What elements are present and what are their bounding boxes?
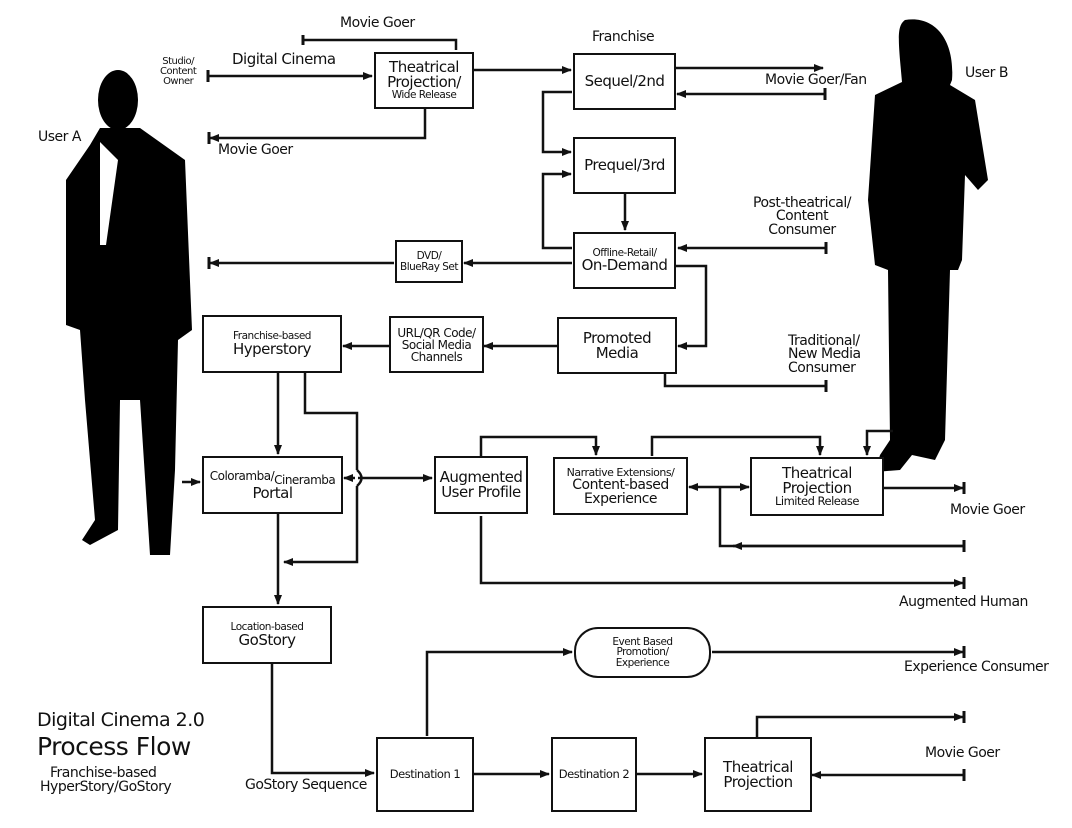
node-text: Location-based <box>230 621 304 634</box>
diagram-title-line1: Digital Cinema 2.0 <box>37 709 205 731</box>
label-traditional-consumer: Traditional/ New Media Consumer <box>788 333 861 376</box>
node-text: Limited Release <box>775 493 859 508</box>
label-text: Post-theatrical/ <box>753 195 851 211</box>
label-gostory-sequence: GoStory Sequence <box>245 777 367 793</box>
diagram-subtitle-line2: HyperStory/GoStory <box>40 779 172 795</box>
node-text: Destination 2 <box>558 766 630 781</box>
label-post-theatrical-consumer: Post-theatrical/ Content Consumer <box>750 195 854 238</box>
label-franchise: Franchise <box>592 29 655 45</box>
node-text: DVD/ <box>416 250 442 262</box>
node-text: Media <box>595 343 639 362</box>
node-text: Narrative Extensions/ <box>566 465 675 479</box>
label-movie-goer-fan: Movie Goer/Fan <box>765 72 867 88</box>
node-text: Promoted <box>582 328 652 347</box>
user-b-silhouette <box>868 19 988 473</box>
node-location-gostory[interactable]: Location-based GoStory <box>202 606 332 664</box>
label-experience-consumer: Experience Consumer <box>904 659 1049 675</box>
user-a-silhouette <box>66 70 192 555</box>
node-text: Cineramba <box>274 472 336 487</box>
node-text: Projection <box>782 478 852 497</box>
node-destination-1[interactable]: Destination 1 <box>376 737 474 812</box>
node-text: Theatrical <box>723 757 793 776</box>
label-text: Owner <box>163 76 194 87</box>
label-text: New Media <box>788 346 861 363</box>
node-text: Experience <box>615 656 670 669</box>
node-text: Coloramba/ <box>209 468 275 483</box>
node-text: Channels <box>410 349 463 364</box>
node-text: URL/QR Code/ <box>397 325 476 340</box>
node-text: Social Media <box>401 337 472 352</box>
node-text: Destination 1 <box>389 766 461 781</box>
label-movie-goer-top: Movie Goer <box>340 15 415 31</box>
label-movie-goer-limited: Movie Goer <box>950 502 1025 518</box>
label-augmented-human: Augmented Human <box>899 594 1028 610</box>
label-digital-cinema: Digital Cinema <box>232 50 336 68</box>
node-promoted-media[interactable]: Promoted Media <box>557 317 677 374</box>
node-offline-retail[interactable]: Offline-Retail/ On-Demand <box>573 232 676 289</box>
node-text: GoStory <box>238 630 296 649</box>
label-text: Content <box>160 66 197 77</box>
node-theatrical-projection-final[interactable]: Theatrical Projection <box>704 737 812 812</box>
label-text: Consumer <box>788 359 856 376</box>
node-text: Theatrical <box>782 463 852 482</box>
node-text: Projection <box>723 772 793 791</box>
label-text: Studio/ <box>162 56 194 67</box>
node-text: Promotion/ <box>616 646 669 659</box>
node-text: Content-based <box>572 476 669 493</box>
node-text: BlueRay Set <box>399 260 459 273</box>
label-text: Content <box>775 208 829 225</box>
node-text: Portal <box>252 483 293 502</box>
arrow-theatrical-to-moviegoer-left <box>209 108 427 142</box>
node-text: Sequel/2nd <box>584 72 665 90</box>
node-augmented-user-profile[interactable]: Augmented User Profile <box>434 456 528 514</box>
label-movie-goer-left: Movie Goer <box>218 142 293 158</box>
label-studio-owner: Studio/ Content Owner <box>160 56 197 87</box>
node-text: Franchise-based <box>233 330 311 343</box>
node-text: Projection/ <box>387 73 461 92</box>
label-text: Consumer <box>768 221 836 238</box>
node-theatrical-wide-release[interactable]: Theatrical Projection/ Wide Release <box>374 52 474 109</box>
diagram-title-line2: Process Flow <box>37 732 191 761</box>
node-prequel[interactable]: Prequel/3rd <box>573 137 676 194</box>
node-narrative-extensions[interactable]: Narrative Extensions/ Content-based Expe… <box>553 457 688 515</box>
arrow-theatrical-to-moviegoer-top <box>303 38 458 50</box>
node-text: Augmented <box>439 468 523 486</box>
node-text: Wide Release <box>391 89 457 102</box>
node-event-based-promotion[interactable]: Event Based Promotion/ Experience <box>574 627 711 678</box>
node-sequel[interactable]: Sequel/2nd <box>573 53 676 110</box>
node-text: Offline-Retail/ <box>592 246 657 259</box>
node-text: Prequel/3rd <box>584 156 665 174</box>
label-user-a: User A <box>38 129 81 145</box>
node-destination-2[interactable]: Destination 2 <box>551 737 637 812</box>
node-text: On-Demand <box>581 256 668 275</box>
node-text: Event Based <box>612 635 673 648</box>
node-coloramba-portal[interactable]: Coloramba/Cineramba Portal <box>202 456 343 514</box>
diagram-subtitle-line1: Franchise-based <box>50 765 157 781</box>
node-text: Hyperstory <box>233 339 312 358</box>
label-text: Traditional/ <box>788 333 860 349</box>
label-user-b: User B <box>965 65 1008 81</box>
node-url-qr-social[interactable]: URL/QR Code/ Social Media Channels <box>389 316 484 373</box>
node-theatrical-limited-release[interactable]: Theatrical Projection Limited Release <box>750 457 884 516</box>
node-dvd-blueray[interactable]: DVD/ BlueRay Set <box>395 240 463 283</box>
node-text: Theatrical <box>389 58 459 77</box>
node-franchise-hyperstory[interactable]: Franchise-based Hyperstory <box>202 315 342 373</box>
node-text: User Profile <box>441 483 521 501</box>
node-text: Experience <box>583 490 658 507</box>
label-movie-goer-bottom: Movie Goer <box>925 745 1000 761</box>
